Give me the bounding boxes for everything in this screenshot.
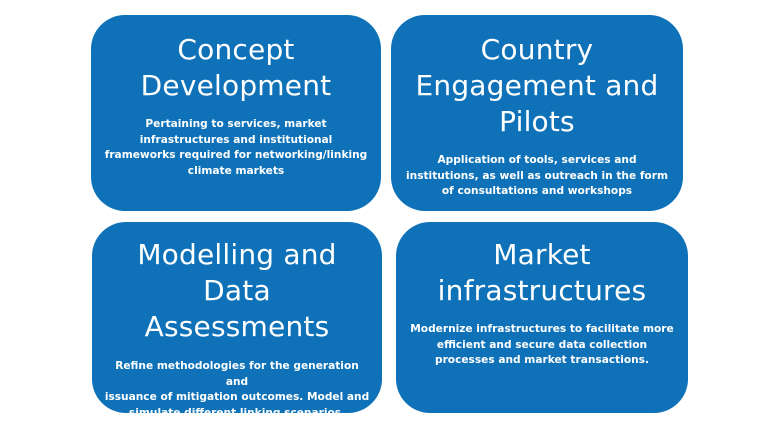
card-country-engagement-and-pilots: Country Engagement and Pilots Applicatio… (391, 15, 683, 211)
card-description: Pertaining to services, market infrastru… (104, 118, 368, 177)
card-title: Concept Development (140, 33, 332, 102)
card-description: Application of tools, services and insti… (406, 154, 668, 197)
card-market-infrastructures: Market infrastructures Modernize infrast… (396, 222, 688, 413)
card-title: Modelling and Data Assessments (137, 238, 337, 343)
card-title: Market infrastructures (437, 238, 647, 307)
card-description: Refine methodologies for the generation … (104, 360, 370, 419)
card-concept-development: Concept Development Pertaining to servic… (91, 15, 381, 211)
card-title: Country Engagement and Pilots (415, 33, 659, 138)
card-modelling-and-data-assessments: Modelling and Data Assessments Refine me… (92, 222, 382, 419)
card-description: Modernize infrastructures to facilitate … (410, 323, 674, 366)
